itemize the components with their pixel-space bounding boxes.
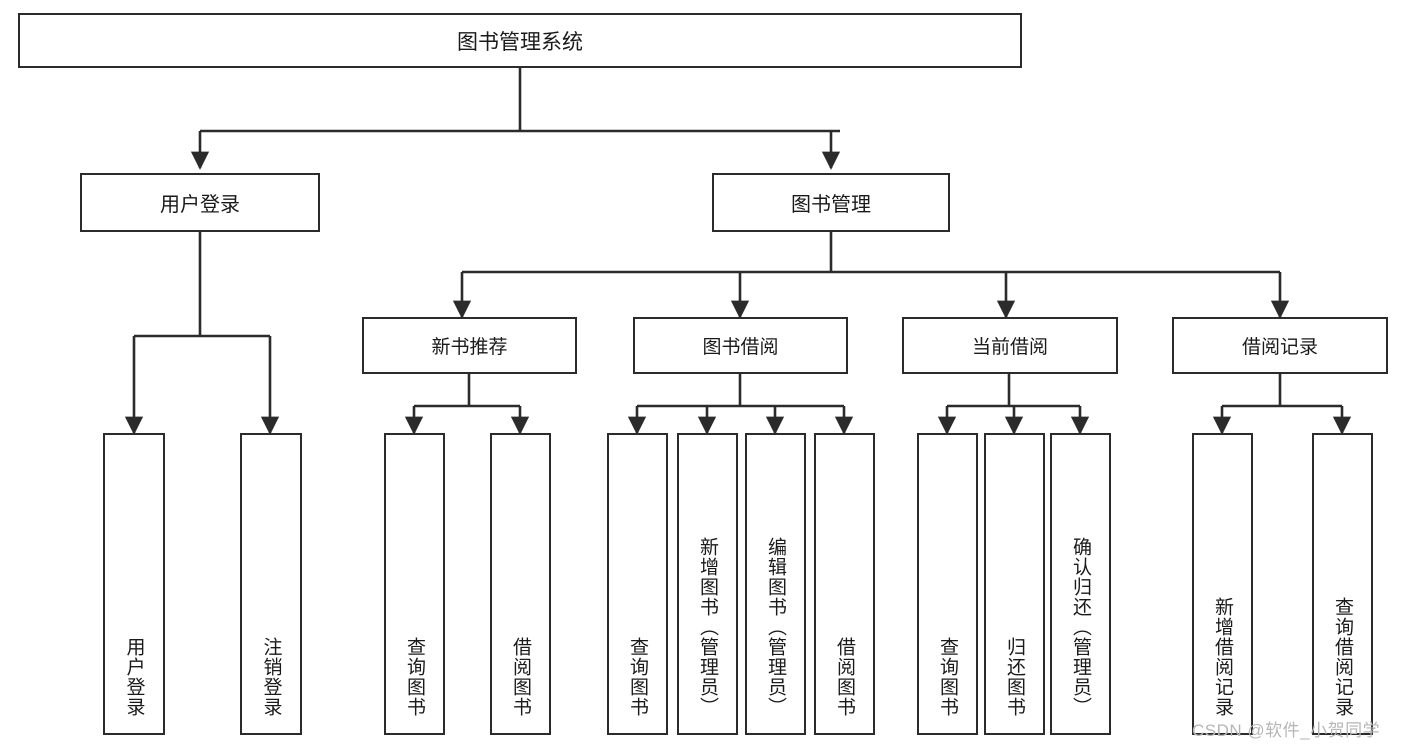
leaf-label: 用户登录 <box>123 637 145 717</box>
node-book-borrow[interactable]: 图书借阅 <box>633 317 848 374</box>
leaf-label: 注销登录 <box>260 637 282 717</box>
csdn-watermark: CSDN @软件_小贺同学 <box>1192 721 1381 740</box>
node-label: 当前借阅 <box>971 337 1048 358</box>
leaf-label: 查询图书 <box>404 637 426 717</box>
node-label: 借阅记录 <box>1241 337 1318 358</box>
node-current-borrow[interactable]: 当前借阅 <box>902 317 1118 374</box>
leaf-label: 借阅图书 <box>510 637 532 717</box>
leaf-label: 借阅图书 <box>834 637 856 717</box>
leaf-label: 编辑图书（管理员） <box>765 537 787 717</box>
leaf-current-borrow-return-book[interactable]: 归还图书 <box>984 433 1045 735</box>
node-label: 图书借阅 <box>702 337 779 358</box>
node-label: 图书管理 <box>791 194 871 216</box>
leaf-book-borrow-borrow-book[interactable]: 借阅图书 <box>814 433 875 735</box>
node-user-login[interactable]: 用户登录 <box>80 173 320 232</box>
node-label: 图书管理系统 <box>457 30 583 54</box>
leaf-current-borrow-confirm-return-admin[interactable]: 确认归还（管理员） <box>1050 433 1111 735</box>
leaf-label: 新增借阅记录 <box>1212 597 1234 717</box>
leaf-label: 查询图书 <box>937 637 959 717</box>
leaf-label: 新增图书（管理员） <box>697 537 719 717</box>
leaf-book-borrow-edit-book-admin[interactable]: 编辑图书（管理员） <box>745 433 806 735</box>
node-label: 用户登录 <box>160 194 240 216</box>
leaf-new-book-query-book[interactable]: 查询图书 <box>384 433 445 735</box>
leaf-borrow-record-query-record[interactable]: 查询借阅记录 <box>1312 433 1373 735</box>
leaf-borrow-record-add-record[interactable]: 新增借阅记录 <box>1192 433 1253 735</box>
leaf-label: 查询图书 <box>627 637 649 717</box>
leaf-book-borrow-query-book[interactable]: 查询图书 <box>607 433 668 735</box>
leaf-label: 查询借阅记录 <box>1332 597 1354 717</box>
leaf-user-login-signout[interactable]: 注销登录 <box>240 433 302 735</box>
leaf-label: 确认归还（管理员） <box>1070 537 1092 717</box>
leaf-new-book-borrow-book[interactable]: 借阅图书 <box>490 433 551 735</box>
leaf-book-borrow-add-book-admin[interactable]: 新增图书（管理员） <box>677 433 738 735</box>
node-label: 新书推荐 <box>431 337 508 358</box>
leaf-label: 归还图书 <box>1004 637 1026 717</box>
node-book-management[interactable]: 图书管理 <box>712 173 950 232</box>
node-root-book-management-system[interactable]: 图书管理系统 <box>18 13 1022 68</box>
node-borrow-record[interactable]: 借阅记录 <box>1172 317 1388 374</box>
leaf-user-login-signin[interactable]: 用户登录 <box>103 433 165 735</box>
leaf-current-borrow-query-book[interactable]: 查询图书 <box>917 433 978 735</box>
node-new-book-recommend[interactable]: 新书推荐 <box>362 317 577 374</box>
